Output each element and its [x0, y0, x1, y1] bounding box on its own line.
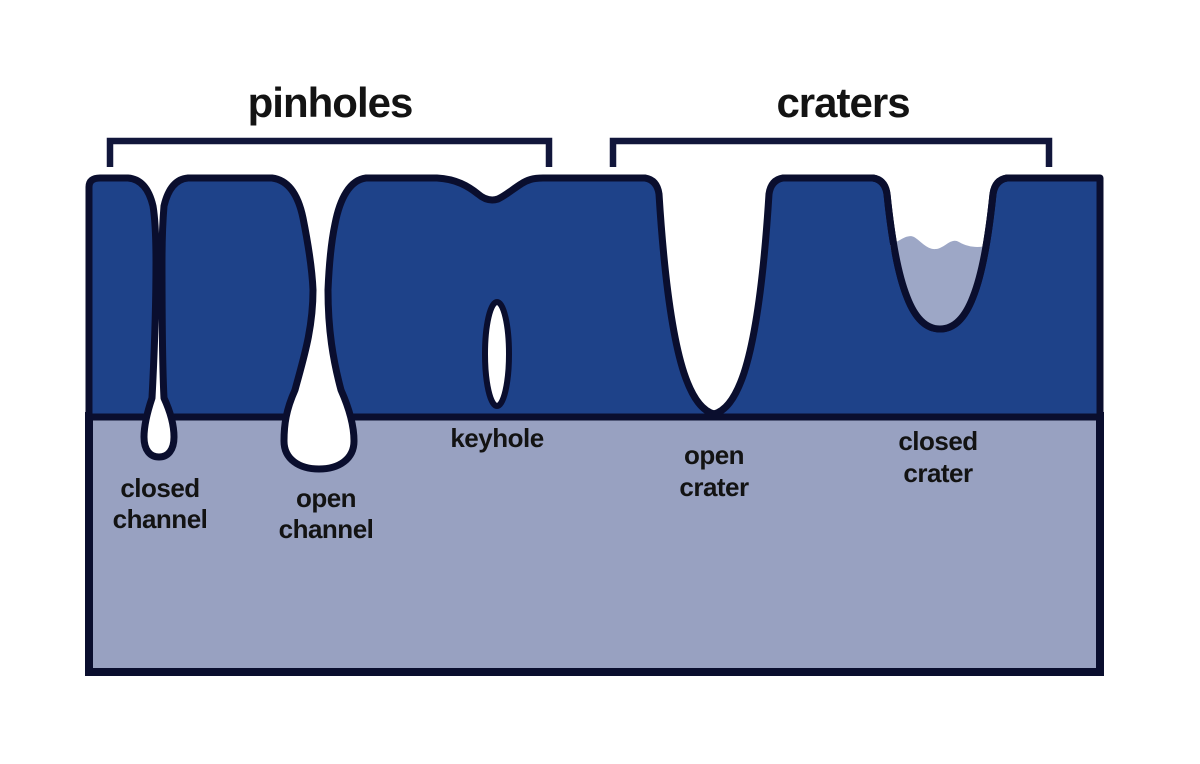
- open-channel-outline: [262, 174, 376, 473]
- closed-crater-outline: [872, 174, 1008, 333]
- closed-crater-label-line2: crater: [903, 458, 973, 488]
- closed-channel-label-line2: channel: [113, 504, 208, 534]
- open-crater-label-line1: open: [684, 440, 744, 470]
- keyhole-label: keyhole: [450, 423, 543, 453]
- substrate-layer: [85, 412, 1104, 676]
- open-channel-label-line1: open: [296, 483, 356, 513]
- craters-bracket: [609, 137, 1053, 167]
- pinholes-group-title: pinholes: [248, 79, 413, 126]
- closed-channel-label-line1: closed: [120, 473, 199, 503]
- open-crater-label-line2: crater: [679, 472, 749, 502]
- pinholes-bracket: [106, 137, 553, 167]
- closed-channel-outline: [118, 174, 198, 461]
- keyhole-void: [482, 299, 512, 409]
- closed-crater-label-line1: closed: [898, 426, 977, 456]
- open-channel-label-line2: channel: [279, 514, 374, 544]
- craters-group-title: craters: [776, 79, 909, 126]
